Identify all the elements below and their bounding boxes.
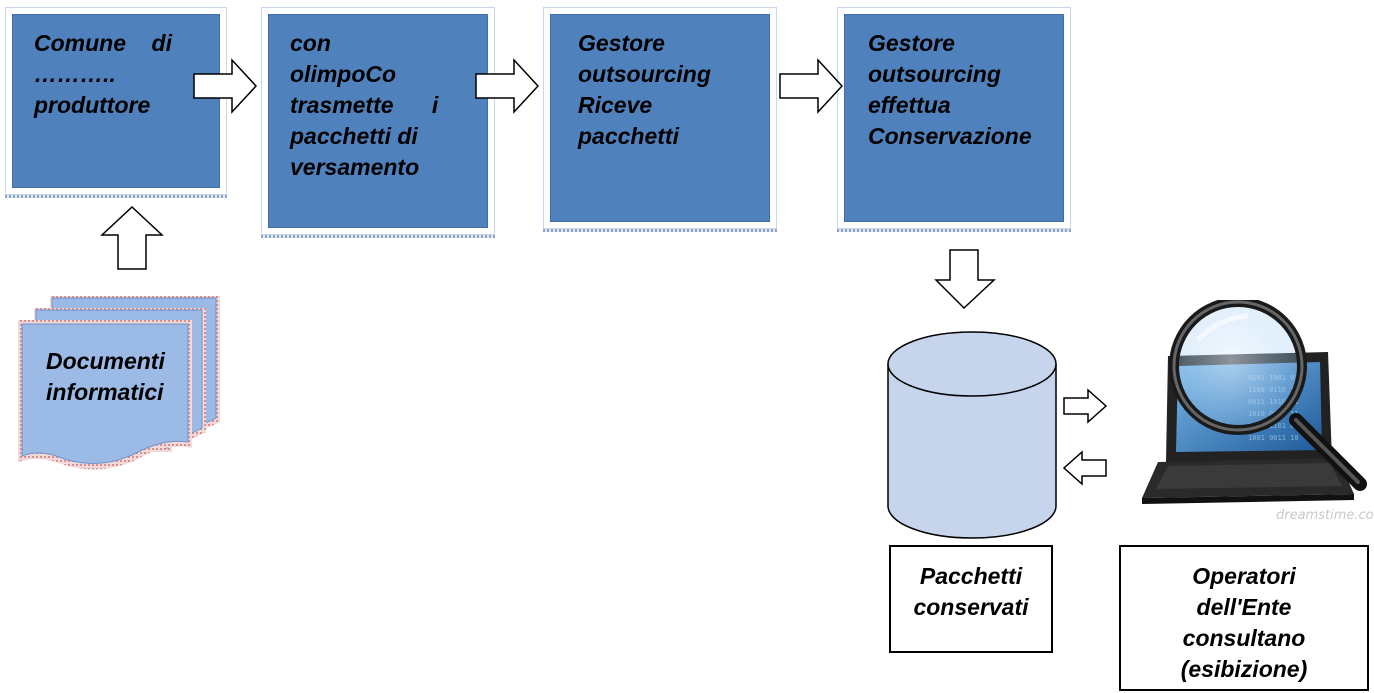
- box-gestore-cons-line-2: outsourcing: [868, 61, 1001, 87]
- box-gestore-riceve-line-1: Gestore: [578, 30, 665, 56]
- documents-line-2: informatici: [46, 379, 164, 405]
- box-olimpo-line-2: olimpoCo: [290, 61, 397, 87]
- operators-line-3: consultano: [1182, 625, 1306, 651]
- arrow-left-small: [1062, 450, 1107, 486]
- documents-text: Documenti informatici: [46, 346, 165, 408]
- box-olimpo-line-5: versamento: [290, 154, 420, 180]
- storage-line-1: Pacchetti: [919, 563, 1023, 589]
- box-comune-text: Comune di ……….. produttore: [34, 28, 196, 121]
- box-comune-line-2: ………..: [34, 61, 116, 87]
- box-comune-produttore: [5, 7, 227, 198]
- arrow-right-2: [475, 58, 540, 114]
- box-gestore-cons-line-4: Conservazione: [868, 123, 1032, 149]
- svg-text:1001 0011 10: 1001 0011 10: [1248, 434, 1299, 442]
- box-olimpo-trasmette: [261, 7, 495, 238]
- arrow-up: [100, 205, 164, 270]
- arrow-down: [934, 249, 996, 310]
- box-comune-line-1: Comune di: [34, 30, 172, 56]
- operators-line-4: (esibizione): [1180, 656, 1308, 682]
- box-comune-line-3: produttore: [34, 92, 151, 118]
- box-gestore-riceve-line-2: outsourcing: [578, 61, 711, 87]
- box-olimpo-line-4: pacchetti di: [290, 123, 418, 149]
- box-gestore-riceve: [543, 7, 777, 232]
- operators-label-box: Operatori dell'Ente consultano (esibizio…: [1119, 545, 1369, 691]
- box-gestore-conservazione-text: Gestore outsourcing effettua Conservazio…: [868, 28, 1058, 152]
- operators-line-2: dell'Ente: [1196, 594, 1292, 620]
- arrow-right-small: [1063, 388, 1108, 424]
- box-gestore-cons-line-3: effettua: [868, 92, 951, 118]
- box-olimpo-text: con olimpoCo trasmette i pacchetti di ve…: [290, 28, 470, 183]
- box-gestore-conservazione: [837, 7, 1071, 232]
- box-olimpo-line-3: trasmette i: [290, 92, 439, 118]
- storage-label-box: Pacchetti conservati: [889, 545, 1053, 653]
- documents-line-1: Documenti: [46, 348, 165, 374]
- box-olimpo-line-1: con: [290, 30, 331, 56]
- box-gestore-cons-line-1: Gestore: [868, 30, 955, 56]
- storage-line-2: conservati: [913, 594, 1029, 620]
- box-gestore-riceve-line-4: pacchetti: [578, 123, 679, 149]
- cylinder-database-icon: [887, 331, 1057, 539]
- box-gestore-riceve-line-3: Riceve: [578, 92, 653, 118]
- arrow-right-3: [779, 58, 844, 114]
- watermark-text: dreamstime.com: [1276, 508, 1374, 523]
- box-gestore-riceve-text: Gestore outsourcing Riceve pacchetti: [578, 28, 758, 152]
- operators-line-1: Operatori: [1192, 563, 1296, 589]
- svg-text:0110 1101 00: 0110 1101 00: [1248, 422, 1299, 430]
- arrow-right-1: [193, 58, 258, 114]
- documents-stack-icon: [18, 296, 220, 470]
